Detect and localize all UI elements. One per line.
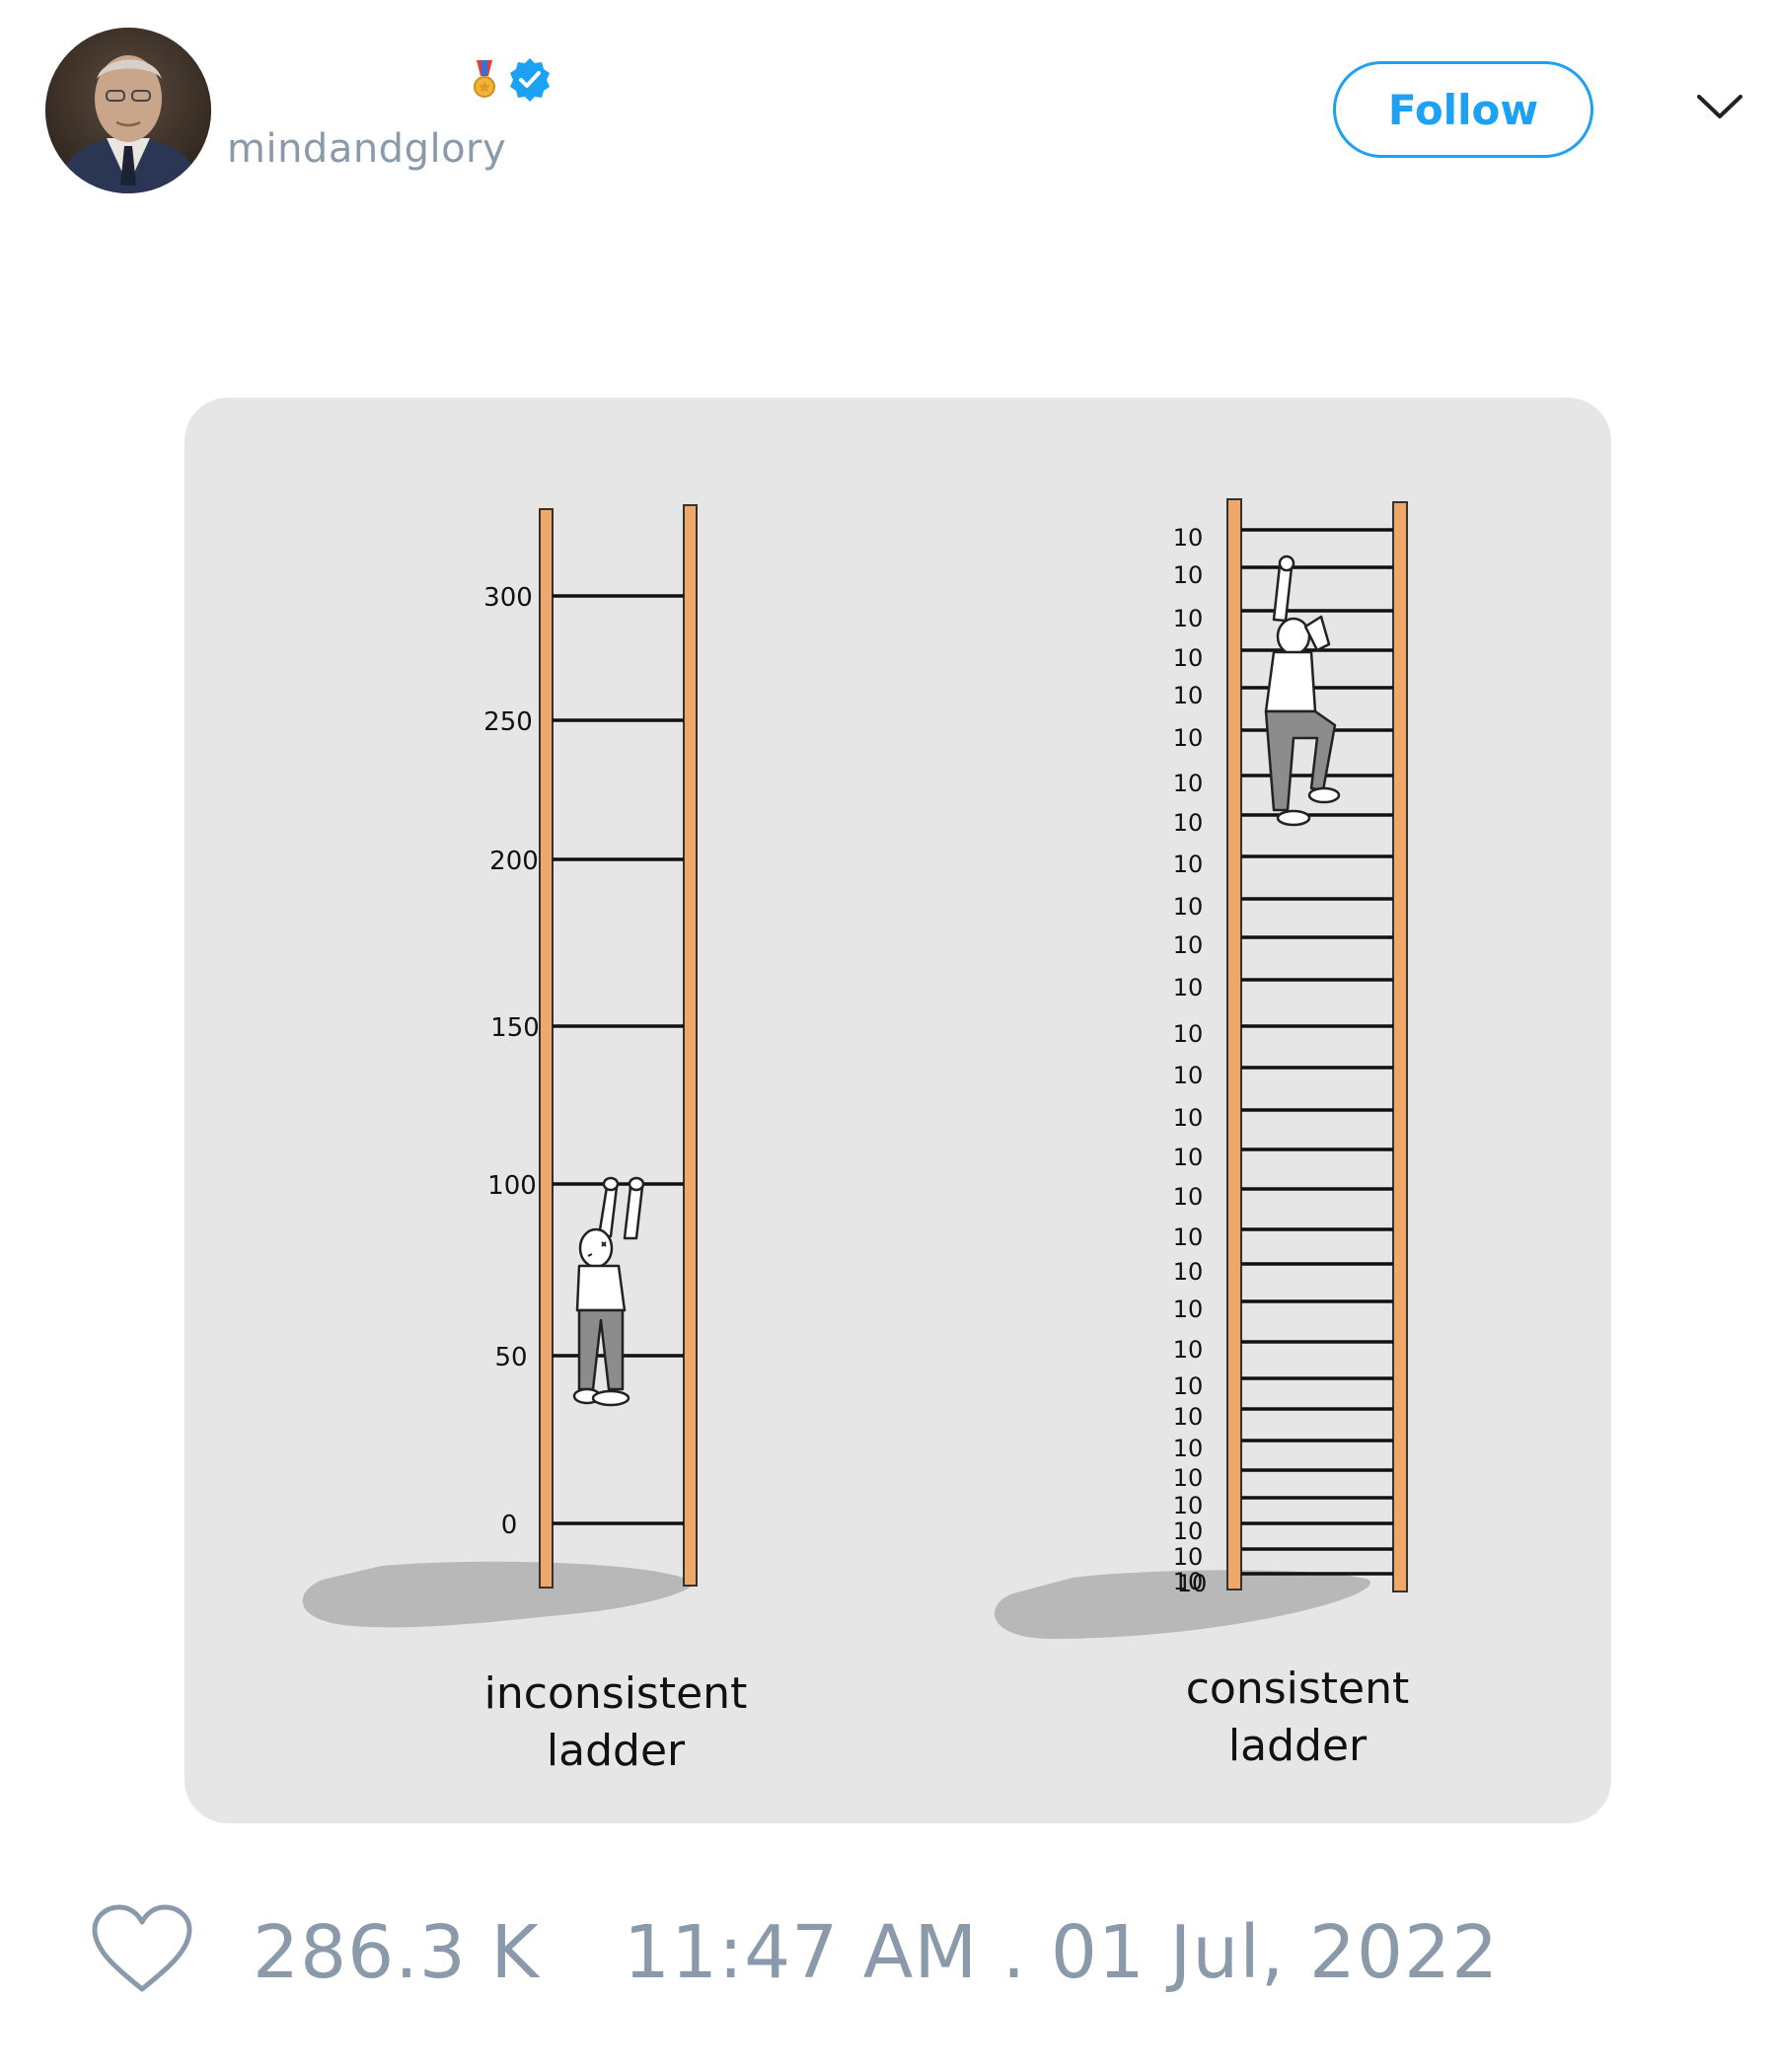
military-medal-icon <box>472 60 497 104</box>
like-count: 286.3 K <box>253 1910 540 1995</box>
ladder-rail <box>1226 498 1242 1591</box>
ladder-rail <box>1392 501 1408 1592</box>
rung-label: 100 <box>487 1171 537 1201</box>
rung-label: 10 <box>1173 1492 1204 1519</box>
chevron-down-icon[interactable] <box>1693 87 1746 126</box>
hanging-figure <box>572 1176 645 1407</box>
ladder-shadow-right <box>994 1570 1370 1639</box>
verified-check-icon <box>507 57 553 107</box>
rung-label: 10 <box>1173 1104 1204 1132</box>
rung-label: 10 <box>1173 1435 1204 1462</box>
consistent-ladder-labels: 1010101010101010101010101010101010101010… <box>1173 524 1208 1597</box>
rung-label: 10 <box>1173 682 1204 709</box>
consistent-ladder <box>1226 498 1408 1592</box>
rung-label: 10 <box>1173 1144 1204 1171</box>
rung-label: 10 <box>1173 1258 1204 1286</box>
rung-label: 10 <box>1173 1372 1204 1400</box>
rung-label: 10 <box>1173 1336 1204 1364</box>
climbing-figure <box>1264 555 1341 827</box>
rung-label: 10 <box>1173 1568 1204 1595</box>
rung-label: 10 <box>1173 1020 1204 1048</box>
rung-label: 0 <box>501 1511 518 1540</box>
rung-label: 10 <box>1173 1062 1204 1089</box>
rung-label: 10 <box>1173 809 1204 837</box>
rung-label: 10 <box>1173 1183 1204 1211</box>
ladder-shadow-left <box>302 1561 694 1628</box>
rung-label: 10 <box>1173 770 1204 797</box>
avatar-portrait <box>45 28 211 193</box>
caption-line: inconsistent <box>483 1668 748 1719</box>
rung-label: 10 <box>1173 851 1204 878</box>
rung-label: 300 <box>483 583 533 613</box>
rung-label: 50 <box>494 1343 527 1372</box>
rung-label: 250 <box>483 707 533 737</box>
ladder-rail <box>683 504 698 1587</box>
rung-label: 10 <box>1173 1223 1204 1251</box>
caption-line: ladder <box>546 1726 686 1776</box>
ladder-rail <box>539 508 554 1589</box>
rung-label: 10 <box>1177 1570 1208 1597</box>
follow-button[interactable]: Follow <box>1333 61 1593 158</box>
avatar[interactable] <box>45 28 211 193</box>
rung-label: 10 <box>1173 974 1204 1001</box>
rung-label: 10 <box>1173 524 1204 552</box>
caption-line: consistent <box>1185 1664 1410 1714</box>
heart-icon[interactable] <box>91 1904 193 1995</box>
inconsistent-ladder <box>539 504 698 1589</box>
tweet-header: mindandglory Follow <box>0 0 1776 217</box>
tweet-timestamp[interactable]: 11:47 AM . 01 Jul, 2022 <box>624 1910 1500 1995</box>
rung-label: 10 <box>1173 931 1204 959</box>
author-handle[interactable]: mindandglory <box>227 126 507 172</box>
rung-label: 200 <box>489 847 539 876</box>
rung-label: 10 <box>1173 644 1204 672</box>
consistent-caption: consistent ladder <box>1090 1661 1505 1775</box>
rung-label: 10 <box>1173 1517 1204 1545</box>
rung-label: 10 <box>1173 1543 1204 1571</box>
rung-label: 10 <box>1173 561 1204 589</box>
rung-label: 10 <box>1173 605 1204 632</box>
rung-label: 10 <box>1173 1464 1204 1492</box>
rung-label: 10 <box>1173 893 1204 921</box>
inconsistent-caption: inconsistent ladder <box>408 1665 823 1780</box>
rung-label: 10 <box>1173 1295 1204 1323</box>
rung-label: 10 <box>1173 724 1204 752</box>
rung-label: 150 <box>490 1013 540 1043</box>
caption-line: ladder <box>1227 1721 1368 1771</box>
rung-label: 10 <box>1173 1403 1204 1431</box>
tweet-footer: 286.3 K 11:47 AM . 01 Jul, 2022 <box>0 1875 1776 2033</box>
author-badges <box>472 57 553 107</box>
inconsistent-ladder-labels: 300 250 200 150 100 50 0 <box>483 583 540 1540</box>
